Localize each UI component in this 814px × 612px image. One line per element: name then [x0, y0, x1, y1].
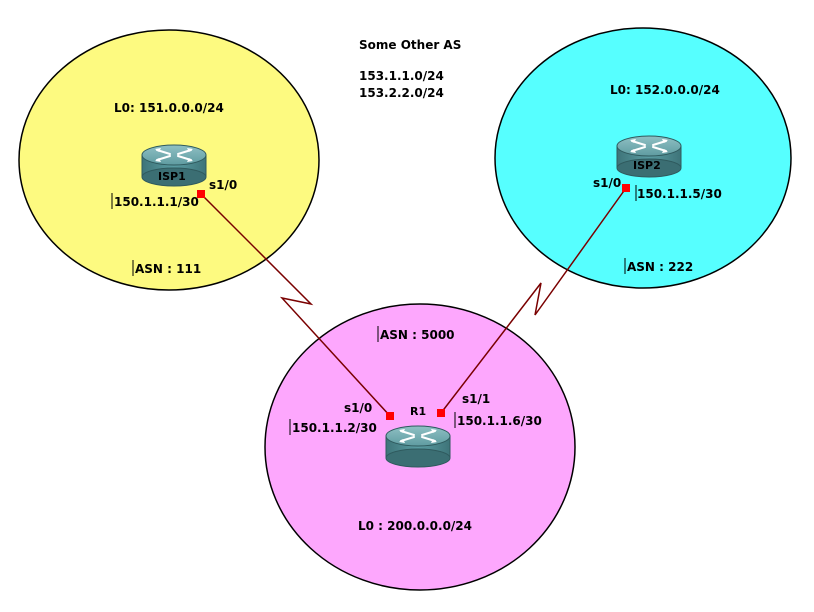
isp1-s1-0-marker[interactable]	[197, 190, 205, 198]
r1-s1-1-ip-label: 150.1.1.6/30	[457, 414, 542, 428]
other-as-prefix: 153.1.1.0/24	[359, 69, 444, 83]
isp2-ip-label: 150.1.1.5/30	[637, 187, 722, 201]
isp2-s1-0-marker[interactable]	[622, 184, 630, 192]
isp1-interface-label: s1/0	[209, 178, 237, 192]
isp2-loopback-label: L0: 152.0.0.0/24	[610, 83, 720, 97]
isp1-router-name: ISP1	[158, 170, 186, 183]
serial-link-isp2-r1	[440, 187, 627, 414]
other-as-prefix: 153.2.2.0/24	[359, 86, 444, 100]
r1-asn-label: ASN : 5000	[380, 328, 455, 342]
r1-router-icon[interactable]	[385, 425, 451, 468]
r1-s1-1-label: s1/1	[462, 392, 490, 406]
r1-s1-1-marker[interactable]	[437, 409, 445, 417]
r1-router-name: R1	[410, 405, 426, 418]
isp2-router-name: ISP2	[633, 159, 661, 172]
isp1-ip-label: 150.1.1.1/30	[114, 195, 199, 209]
other-as-title: Some Other AS	[359, 38, 461, 52]
r1-loopback-label: L0 : 200.0.0.0/24	[358, 519, 472, 533]
isp2-interface-label: s1/0	[593, 176, 621, 190]
r1-s1-0-ip-label: 150.1.1.2/30	[292, 421, 377, 435]
isp2-asn-label: ASN : 222	[627, 260, 693, 274]
isp1-asn-label: ASN : 111	[135, 262, 201, 276]
r1-s1-0-marker[interactable]	[386, 412, 394, 420]
isp1-loopback-label: L0: 151.0.0.0/24	[114, 101, 224, 115]
r1-s1-0-label: s1/0	[344, 401, 372, 415]
serial-link-isp1-r1	[200, 193, 391, 417]
